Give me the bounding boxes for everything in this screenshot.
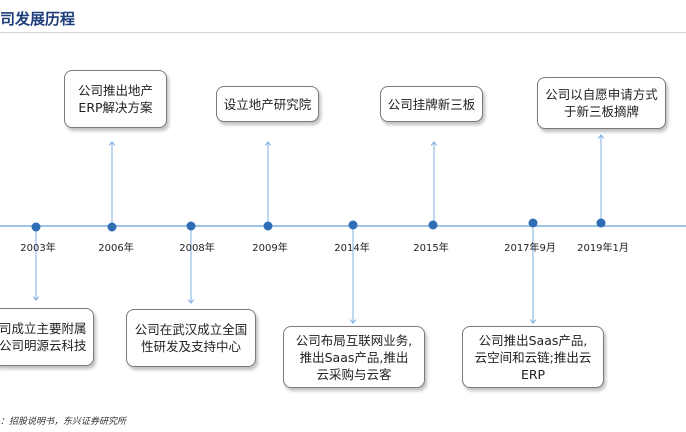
timeline-dot-2019	[596, 218, 606, 228]
event-box-2017: 公司推出Saas产品, 云空间和云链;推出云 ERP	[462, 326, 604, 388]
event-box-2003: 司成立主要附属 公司明源云科技	[0, 308, 94, 366]
year-label: 2019年1月	[577, 243, 629, 254]
timeline-dot-2006	[107, 222, 117, 232]
timeline-dot-2017	[528, 218, 538, 228]
timeline-dot-2003	[31, 222, 41, 232]
timeline-dot-2009	[263, 221, 273, 231]
page-title: 司发展历程	[0, 10, 76, 28]
year-label: 2017年9月	[504, 243, 556, 254]
year-label: 2014年	[334, 243, 370, 254]
timeline-dot-2014	[348, 220, 358, 230]
timeline-dot-2008	[186, 221, 196, 231]
event-box-2009: 设立地产研究院	[216, 86, 319, 122]
event-box-2015: 公司挂牌新三板	[380, 86, 483, 122]
year-label: 2015年	[413, 243, 449, 254]
event-box-2006: 公司推出地产 ERP解决方案	[64, 70, 167, 128]
year-label: 2006年	[98, 243, 134, 254]
timeline-dot-2015	[428, 220, 438, 230]
title-divider	[0, 32, 686, 33]
event-box-2008: 公司在武汉成立全国 性研发及支持中心	[126, 309, 256, 367]
year-label: 2003年	[20, 243, 56, 254]
year-label: 2009年	[252, 243, 288, 254]
year-label: 2008年	[179, 243, 215, 254]
source-note: ：招股说明书，东兴证券研究所	[0, 417, 127, 427]
event-box-2014: 公司布局互联网业务, 推出Saas产品,推出 云采购与云客	[283, 326, 425, 388]
event-box-2019: 公司以自愿申请方式 于新三板摘牌	[537, 77, 666, 129]
